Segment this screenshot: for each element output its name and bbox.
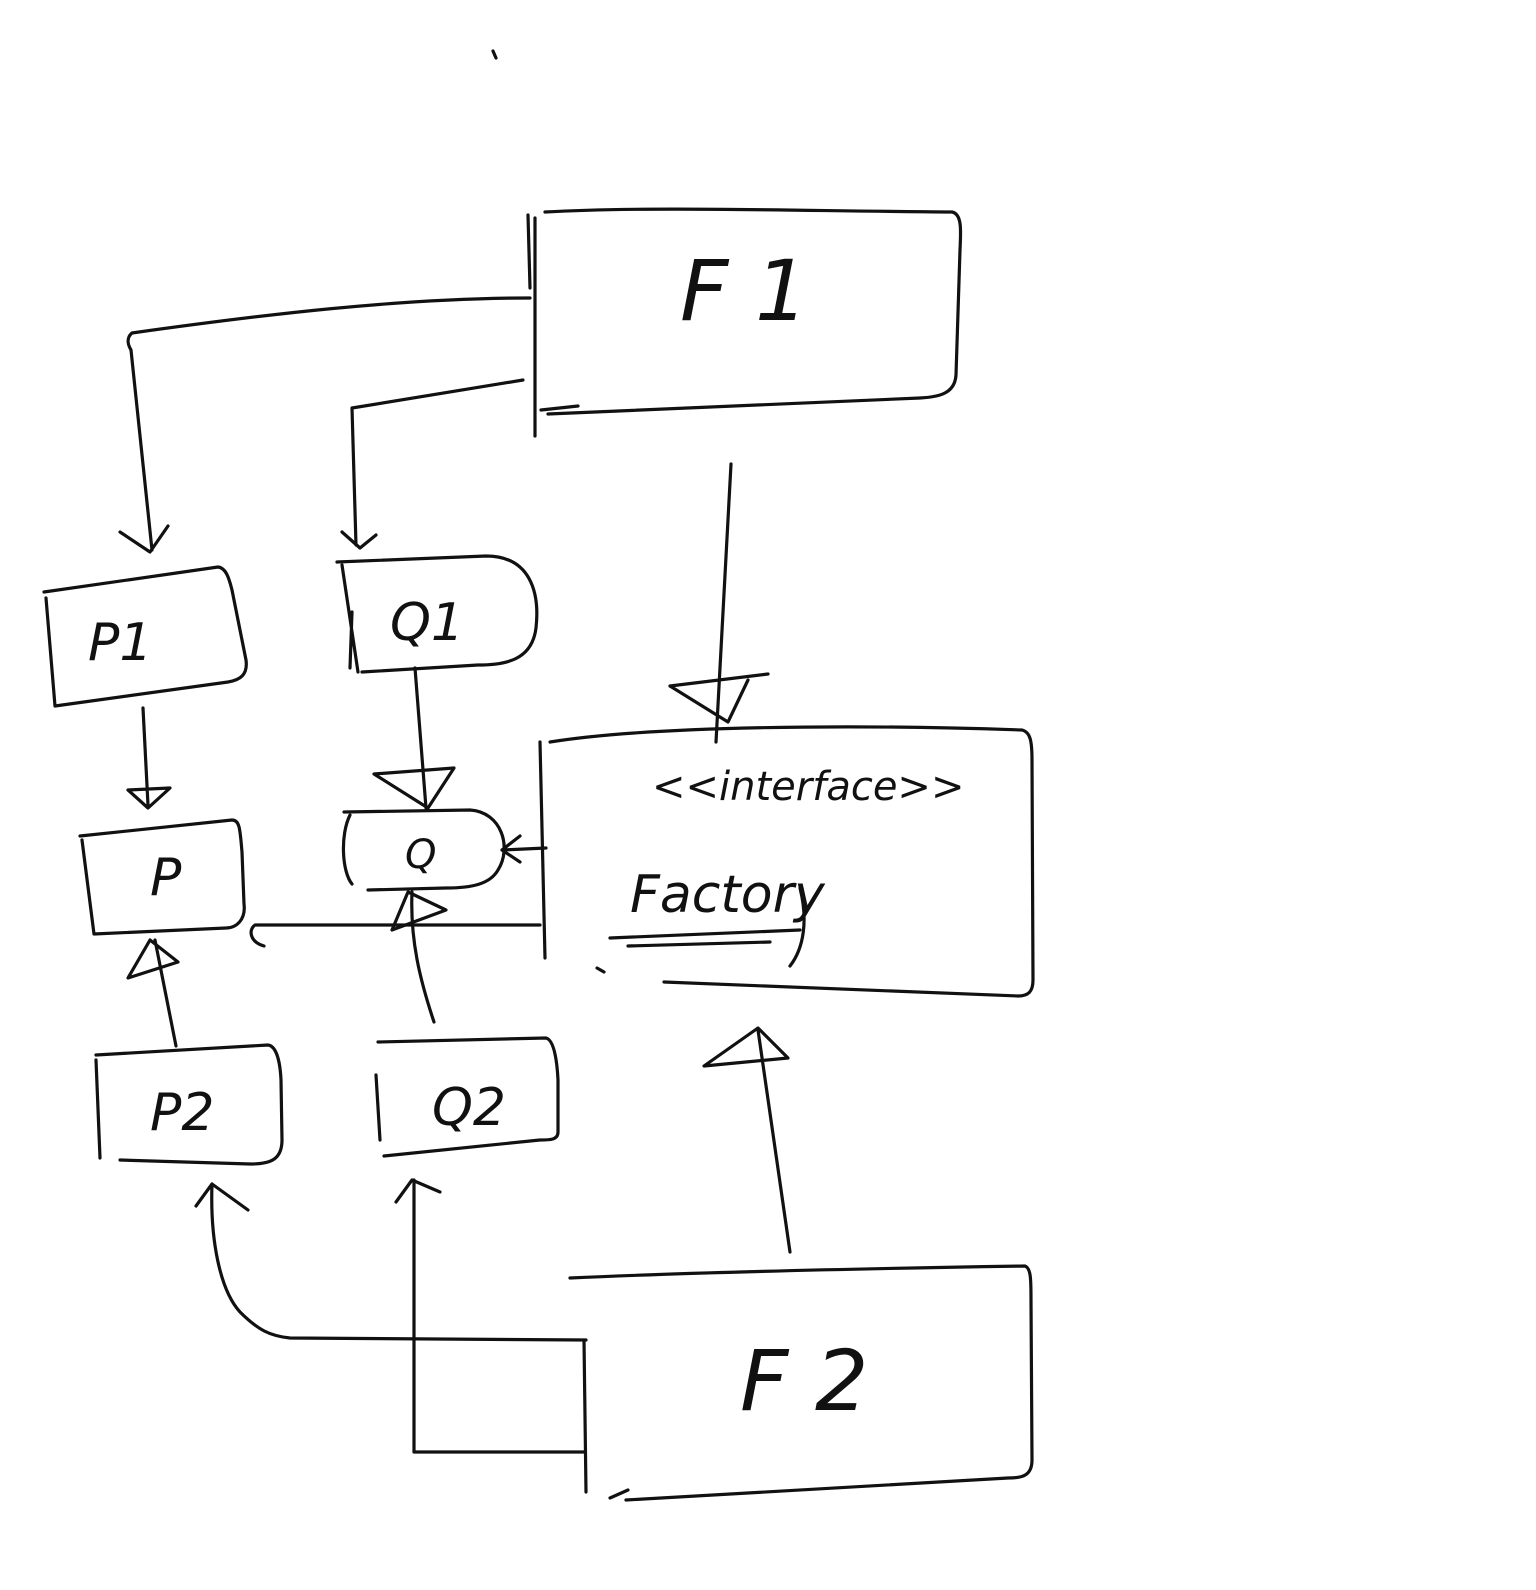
q1-to-q-connector: [372, 666, 456, 810]
f1-to-factory-connector: [668, 462, 770, 744]
f1-to-p1-connector: [118, 296, 532, 554]
f2-to-q2-connector: [394, 1178, 586, 1454]
p2-box: [94, 1043, 284, 1166]
f1-box: [526, 207, 963, 438]
factory-box: [538, 725, 1035, 998]
f1-node[interactable]: F 1: [526, 207, 963, 438]
f2-to-p2-connector: [194, 1182, 588, 1342]
q2-node[interactable]: Q2: [374, 1036, 560, 1158]
p1-to-p-connector: [126, 706, 172, 810]
factory-to-q-connector: [500, 834, 548, 864]
q-label: Q: [405, 832, 436, 878]
p2-node[interactable]: P2: [94, 1043, 284, 1166]
p1-node[interactable]: P1: [42, 565, 248, 708]
f1-label: F 1: [680, 242, 808, 340]
f2-to-factory-connector: [702, 1026, 792, 1254]
q-node[interactable]: Q: [341, 808, 506, 892]
factory-node[interactable]: <<interface>> Factory: [538, 725, 1035, 998]
p-label: P: [150, 848, 182, 908]
q2-label: Q2: [432, 1078, 506, 1138]
p-node[interactable]: P: [78, 818, 246, 936]
factory-label: Factory: [630, 865, 826, 925]
stray-mark: [491, 49, 498, 60]
q2-box: [374, 1036, 560, 1158]
p1-label: P1: [88, 613, 152, 673]
q1-box: [335, 554, 539, 674]
factory-stereotype: <<interface>>: [652, 764, 964, 810]
p1-box: [42, 565, 248, 708]
p2-label: P2: [150, 1083, 214, 1143]
f2-label: F 2: [740, 1332, 868, 1430]
factory-underline: [595, 886, 806, 974]
q-box: [341, 808, 506, 892]
factory-to-p-connector: [249, 923, 542, 948]
p2-to-p-connector: [126, 938, 180, 1048]
q2-to-q-connector: [390, 890, 448, 1024]
q1-node[interactable]: Q1: [335, 554, 539, 674]
f2-node[interactable]: F 2: [568, 1264, 1034, 1502]
f1-to-q1-connector: [340, 378, 525, 550]
f2-box: [568, 1264, 1034, 1502]
q1-label: Q1: [390, 593, 464, 653]
p-box: [78, 818, 246, 936]
